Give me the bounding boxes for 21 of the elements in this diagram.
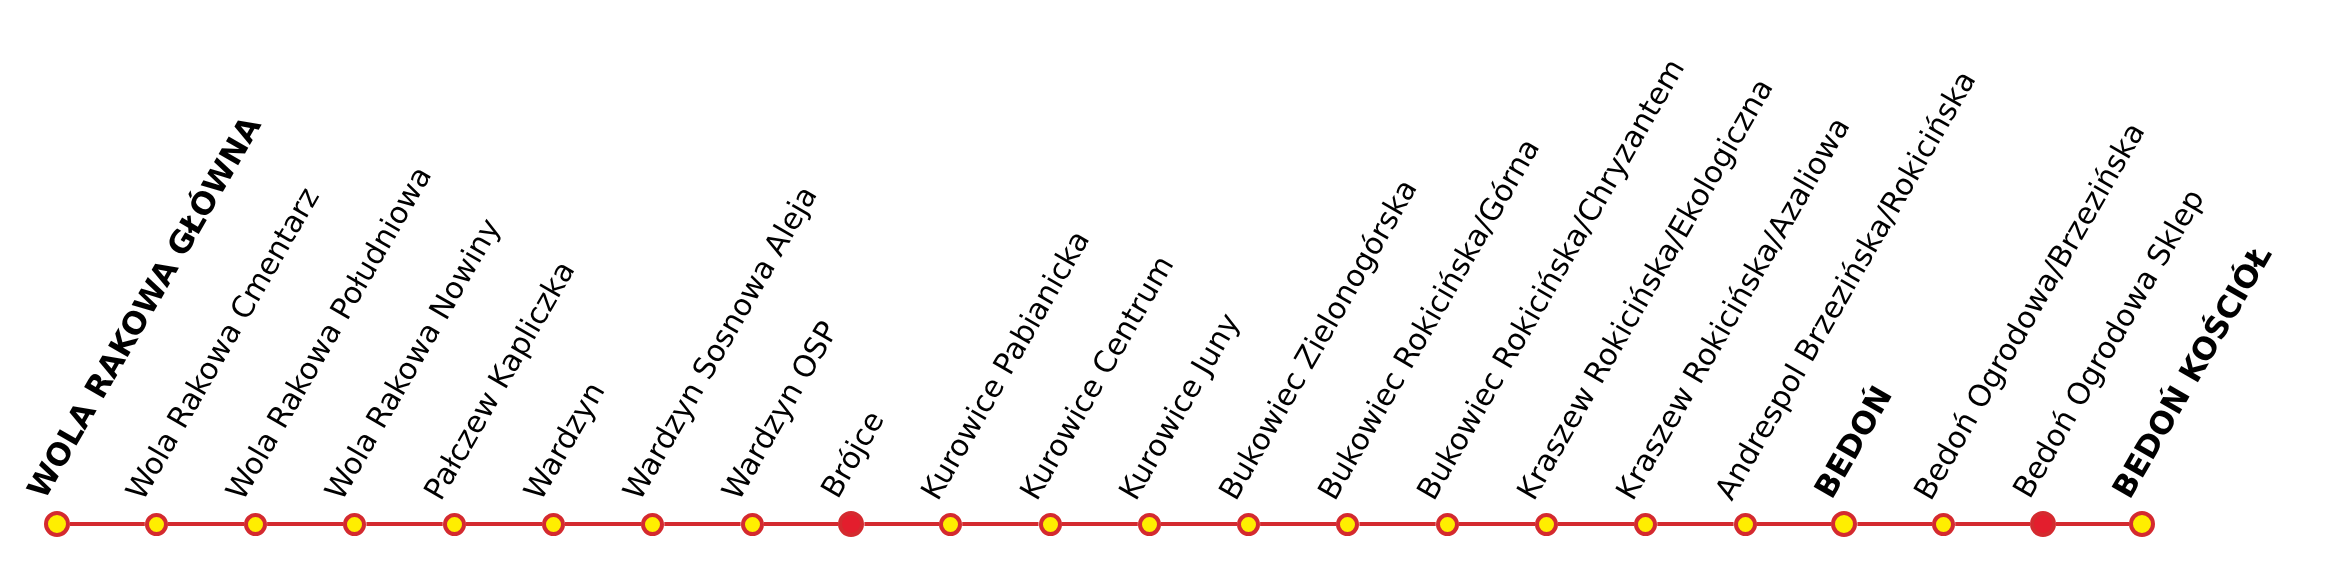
route-line	[1657, 522, 1734, 526]
route-line	[267, 522, 344, 526]
route-line	[465, 522, 542, 526]
route-line	[664, 522, 741, 526]
route-line	[1260, 522, 1337, 526]
route-line	[763, 522, 839, 526]
route-line	[366, 522, 443, 526]
route-line	[1359, 522, 1436, 526]
route-line	[70, 522, 145, 526]
route-line	[1756, 522, 1832, 526]
route-line	[565, 522, 642, 526]
route-line	[167, 522, 245, 526]
route-line	[1061, 522, 1138, 526]
route-line	[1160, 522, 1238, 526]
route-line	[962, 522, 1039, 526]
route-line	[864, 522, 940, 526]
route-line	[1955, 522, 2030, 526]
route-line	[1458, 522, 1535, 526]
route-line	[1558, 522, 1635, 526]
route-line	[1857, 522, 1933, 526]
route-line	[2056, 522, 2130, 526]
